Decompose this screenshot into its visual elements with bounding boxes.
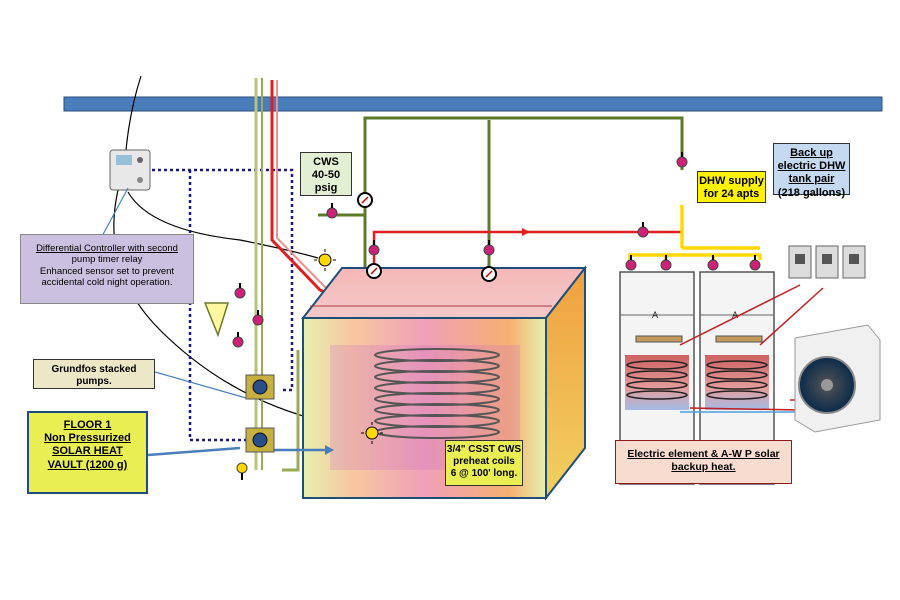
pointer-floor [147, 446, 241, 457]
preheat-coils [374, 348, 500, 439]
vault-top [300, 267, 588, 319]
tank-dim-left: A [652, 310, 658, 320]
valve-left-3 [232, 332, 244, 348]
sensor-wire-upper [127, 191, 319, 259]
sun-sensor-lower [361, 422, 383, 444]
pressure-gauge-1 [357, 192, 373, 208]
valve-pump-bottom [236, 462, 248, 480]
dhw-manifold [628, 205, 762, 268]
disconnect-box-2 [815, 245, 839, 279]
valve-left-1 [234, 283, 246, 299]
grundfos-pump-upper [245, 374, 275, 400]
pressure-gauge-2 [366, 263, 382, 279]
sensor-wire-top [125, 75, 142, 151]
pressure-gauge-3 [481, 266, 497, 282]
valve-tank-1 [625, 255, 637, 271]
hot-supply-arrow [522, 228, 530, 236]
ceiling-beam [63, 96, 883, 112]
sun-sensor-upper [314, 249, 336, 271]
pointer-differential [99, 187, 129, 241]
valve-hot-supply [637, 222, 649, 238]
disconnect-box-3 [842, 245, 866, 279]
valve-green-2 [483, 240, 495, 256]
tank-dim-right: A [732, 310, 738, 320]
valve-tank-4 [749, 255, 761, 271]
cws-green-pipe [363, 116, 684, 330]
valve-hot-1 [368, 240, 380, 256]
heat-pump-unit [794, 324, 881, 433]
vault-side [545, 265, 586, 501]
differential-controller [109, 149, 151, 191]
valve-tank-3 [707, 255, 719, 271]
valve-left-2 [252, 310, 264, 326]
flow-meter [203, 302, 230, 338]
valve-dhw-main [676, 152, 688, 168]
valve-cws-inlet [326, 203, 338, 219]
grundfos-pump-lower [245, 427, 275, 453]
disconnect-box-1 [788, 245, 812, 279]
pointer-grundfos [154, 371, 247, 399]
heat-pump-lines [679, 284, 824, 411]
cws-green-pipe-left [282, 350, 300, 472]
valve-tank-2 [660, 255, 672, 271]
vault-inlet-arrowhead [325, 445, 334, 455]
